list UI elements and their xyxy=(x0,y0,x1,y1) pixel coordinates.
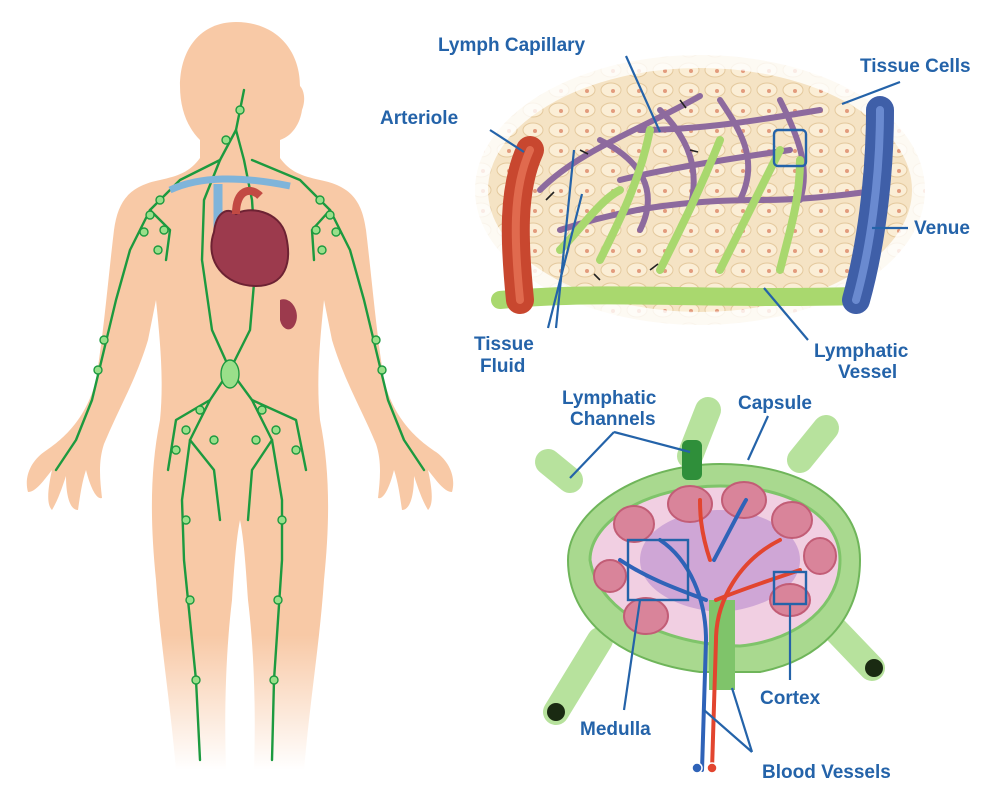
label-lymphatic-channels-line2: Channels xyxy=(570,409,656,430)
capillary-diagram xyxy=(475,55,925,325)
label-lymph-capillary: Lymph Capillary xyxy=(438,35,586,56)
label-cortex: Cortex xyxy=(760,688,821,709)
label-arteriole: Arteriole xyxy=(380,108,458,129)
label-medulla: Medulla xyxy=(580,719,651,740)
label-lymphatic-vessel-line1: Lymphatic xyxy=(814,341,909,362)
vessel-opening-left xyxy=(547,703,565,721)
label-capsule: Capsule xyxy=(738,393,812,414)
label-tissue-cells: Tissue Cells xyxy=(860,56,971,77)
vessel-opening-right xyxy=(865,659,883,677)
efferent-channel xyxy=(682,440,702,480)
lymphatic-vessel xyxy=(500,295,860,300)
label-lymphatic-vessel-line2: Vessel xyxy=(838,362,897,383)
body-head xyxy=(27,22,453,770)
label-tissue-fluid-line2: Fluid xyxy=(480,356,525,377)
label-venue: Venue xyxy=(914,218,970,239)
human-body-figure xyxy=(27,22,453,770)
label-lymphatic-channels-line1: Lymphatic xyxy=(562,388,657,409)
label-blood-vessels: Blood Vessels xyxy=(762,762,891,783)
label-tissue-fluid-line1: Tissue xyxy=(474,334,534,355)
